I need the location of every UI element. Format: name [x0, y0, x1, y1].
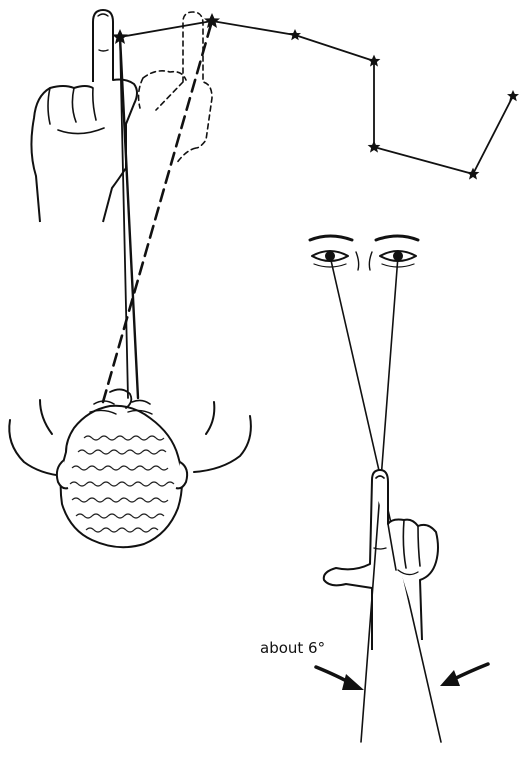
- eyes-front-view-icon: [310, 236, 418, 270]
- angle-label: about 6°: [260, 639, 325, 657]
- star-icon: [204, 13, 220, 28]
- star-icon: [368, 141, 381, 153]
- star-icon: [467, 168, 480, 180]
- thumb-up-hand-icon: [324, 470, 438, 650]
- sightline-dashed: [103, 21, 212, 402]
- constellation-lines: [120, 21, 513, 174]
- head-top-view-icon: [9, 389, 251, 547]
- angle-arrow-right-icon: [440, 664, 488, 686]
- star-icon: [507, 90, 519, 101]
- raised-hand-ghost-icon: [139, 12, 212, 164]
- angle-arrow-left-icon: [316, 667, 364, 690]
- star-icon: [289, 29, 301, 40]
